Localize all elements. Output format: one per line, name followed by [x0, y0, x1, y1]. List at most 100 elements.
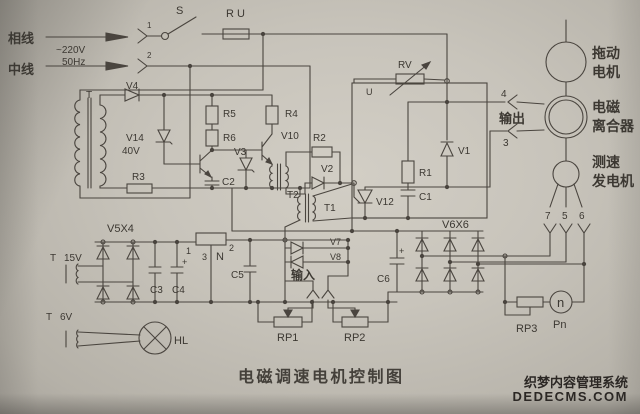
clutch-icon	[544, 95, 588, 139]
pot-rp3-icon	[516, 296, 544, 308]
lamp-branch	[65, 321, 172, 355]
t15-t-label: T	[50, 253, 56, 264]
plug-contact-icon	[306, 289, 320, 299]
plug-contact-icon	[577, 223, 591, 234]
drive-motor-label-1: 拖动	[592, 45, 620, 61]
v2-label: V2	[321, 164, 334, 175]
lamp-hl-icon	[138, 321, 172, 355]
voltage-label: ~220V	[56, 45, 86, 56]
n-reg-label: N	[216, 251, 224, 263]
input-label: 输入	[291, 267, 315, 282]
n-pin3-label: 3	[202, 252, 207, 262]
resistor-r5-icon	[205, 105, 219, 125]
zener-v3-icon	[239, 157, 253, 172]
diode-icon	[126, 285, 140, 300]
neutral-line-label: 中线	[8, 62, 34, 77]
n-pin1-label: 1	[186, 246, 191, 256]
drive-motor-label-2: 电机	[592, 64, 620, 80]
c3-label: C3	[150, 285, 163, 296]
arrow-right-icon	[105, 61, 129, 71]
clutch-label-2: 离合器	[592, 118, 635, 134]
plug-contact-icon	[507, 123, 518, 139]
winding-icon	[284, 165, 289, 189]
pot-rp2-icon	[341, 316, 369, 328]
switch-pivot-icon	[160, 31, 170, 41]
thyristor-v12-icon	[357, 189, 373, 205]
c4-label: C4	[172, 285, 185, 296]
terminal-1-label: 1	[147, 21, 152, 30]
c2-label: C2	[222, 177, 235, 188]
v1-label: V1	[458, 146, 471, 157]
v7-label: V7	[330, 237, 341, 247]
n-pin2-label: 2	[229, 243, 234, 253]
t1-label: T1	[324, 203, 336, 214]
rp1-label: RP1	[277, 332, 298, 344]
v6x6-label: V6X6	[442, 219, 469, 231]
regulator-n-icon	[195, 232, 227, 246]
output-label: 输出	[499, 111, 525, 126]
mains-input	[45, 16, 448, 199]
rp3-label: RP3	[516, 323, 537, 335]
plug-contact-icon	[559, 223, 573, 234]
out3-label: 3	[503, 138, 509, 149]
c5-label: C5	[231, 270, 244, 281]
watermark-line2: DEDECMS.COM	[513, 389, 628, 404]
tacho-label-1: 测速	[592, 154, 620, 170]
r5-label: R5	[223, 109, 236, 120]
thyristor-block	[351, 33, 506, 232]
resistor-r3-icon	[126, 183, 153, 194]
plug-contact-icon	[321, 289, 335, 299]
freq-label: 50Hz	[62, 57, 85, 68]
pulse-section	[269, 146, 355, 228]
diode-icon	[96, 285, 110, 300]
plug-contact-icon	[543, 223, 557, 234]
w40v-label: 40V	[122, 146, 140, 157]
diode-v4-icon	[124, 88, 141, 102]
v12-label: V12	[376, 197, 394, 208]
t2-label: T2	[287, 190, 299, 201]
plug-contact-icon	[137, 58, 148, 74]
winding-icon	[269, 165, 274, 189]
pot-rp1-icon	[273, 316, 303, 328]
c4-plus-label: +	[182, 257, 187, 267]
diagram-caption: 电磁调速电机控制图	[238, 367, 405, 386]
diode-icon	[96, 245, 110, 260]
terminal-5-label: 5	[562, 211, 568, 222]
diode-icon	[126, 245, 140, 260]
v8-label: V8	[330, 252, 341, 262]
tacho-generator-icon	[552, 160, 580, 188]
tacho-label-2: 发电机	[591, 173, 634, 189]
w15v-label: 15V	[64, 253, 82, 264]
v4-label: V4	[126, 81, 139, 92]
winding-icon	[75, 263, 80, 285]
fuse-label: RU	[226, 8, 248, 20]
plug-contact-icon	[507, 94, 518, 110]
input-section	[255, 226, 391, 328]
resistor-r4-icon	[265, 105, 279, 125]
winding-icon	[74, 99, 81, 187]
v5x4-label: V5X4	[107, 223, 134, 235]
r1-label: R1	[419, 168, 432, 179]
c6-plus-label: +	[399, 246, 404, 256]
rv-label: RV	[398, 60, 412, 71]
phase-line-label: 相线	[8, 31, 34, 46]
switch-label: S	[176, 5, 183, 17]
t6-t-label: T	[46, 312, 52, 323]
w6v-label: 6V	[60, 312, 73, 323]
bridge-diodes	[415, 237, 485, 282]
r4-label: R4	[285, 109, 298, 120]
terminal-7-label: 7	[545, 211, 551, 222]
winding-icon	[297, 195, 302, 221]
c6-label: C6	[377, 274, 390, 285]
r6-label: R6	[223, 133, 236, 144]
winding-icon	[76, 329, 79, 349]
resistor-r2-icon	[311, 146, 333, 158]
v10-label: V10	[281, 131, 299, 142]
diode-v8-icon	[289, 255, 304, 269]
zener-v14-icon	[157, 129, 171, 144]
oscillator-section	[124, 88, 311, 194]
terminal-2-label: 2	[147, 51, 152, 60]
transformer-t-label: T	[86, 90, 92, 101]
